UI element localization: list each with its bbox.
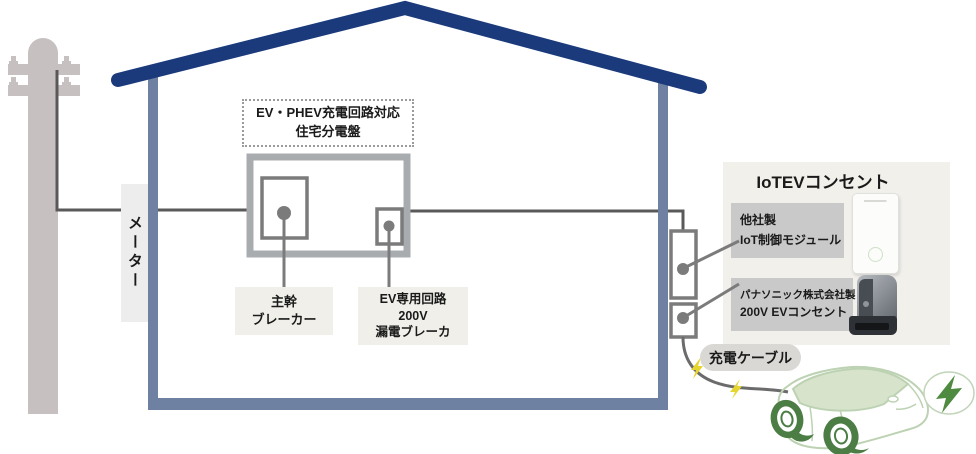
- module-button-icon: [867, 247, 883, 262]
- distribution-panel: [246, 153, 411, 290]
- utility-pole-icon: [8, 38, 80, 414]
- house-walls: [148, 75, 668, 410]
- iot-panel-title: IoTEVコンセント: [756, 173, 890, 192]
- charging-cable-label: 充電ケーブル: [700, 344, 801, 371]
- spark-bolt-icon: [730, 379, 742, 399]
- ev-car-icon: [770, 365, 975, 454]
- spark-bolt-icon: [691, 357, 703, 379]
- panel-title-line1: EV・PHEV充電回路対応: [256, 105, 400, 121]
- ev-outlet-label: パナソニック株式会社製 200V EVコンセント: [731, 278, 856, 331]
- ev-breaker-label: EV専用回路 200V 漏電ブレーカ: [358, 287, 468, 345]
- panel-title-label: EV・PHEV充電回路対応 住宅分電盤: [242, 99, 414, 147]
- outdoor-outlet-boxes: [669, 229, 698, 339]
- meter-label: メーター: [121, 184, 148, 322]
- panel-title-line2: 住宅分電盤: [295, 124, 361, 139]
- green-bolt-icon: [936, 375, 962, 413]
- outlet-wire: [405, 209, 685, 231]
- main-breaker-dot: [277, 206, 291, 220]
- energy-badge: [923, 371, 975, 415]
- iot-module-image: [852, 193, 899, 274]
- ev-outlet-image: [849, 275, 899, 335]
- iot-ev-outlet-panel: IoTEVコンセント 他社製 IoT制御モジュール パナソニック株式会社製 20…: [723, 162, 950, 345]
- car-wheel-icon: [823, 416, 869, 454]
- car-wheel-icon: [770, 399, 814, 442]
- module-brand-mark: [853, 200, 898, 202]
- iot-module-label: 他社製 IoT制御モジュール: [731, 203, 844, 258]
- ev-breaker-dot: [383, 220, 395, 232]
- charging-cable: [681, 336, 789, 394]
- main-breaker-label: 主幹 ブレーカー: [235, 287, 333, 335]
- house-roof-icon: [111, 0, 707, 94]
- service-wire: [55, 70, 250, 212]
